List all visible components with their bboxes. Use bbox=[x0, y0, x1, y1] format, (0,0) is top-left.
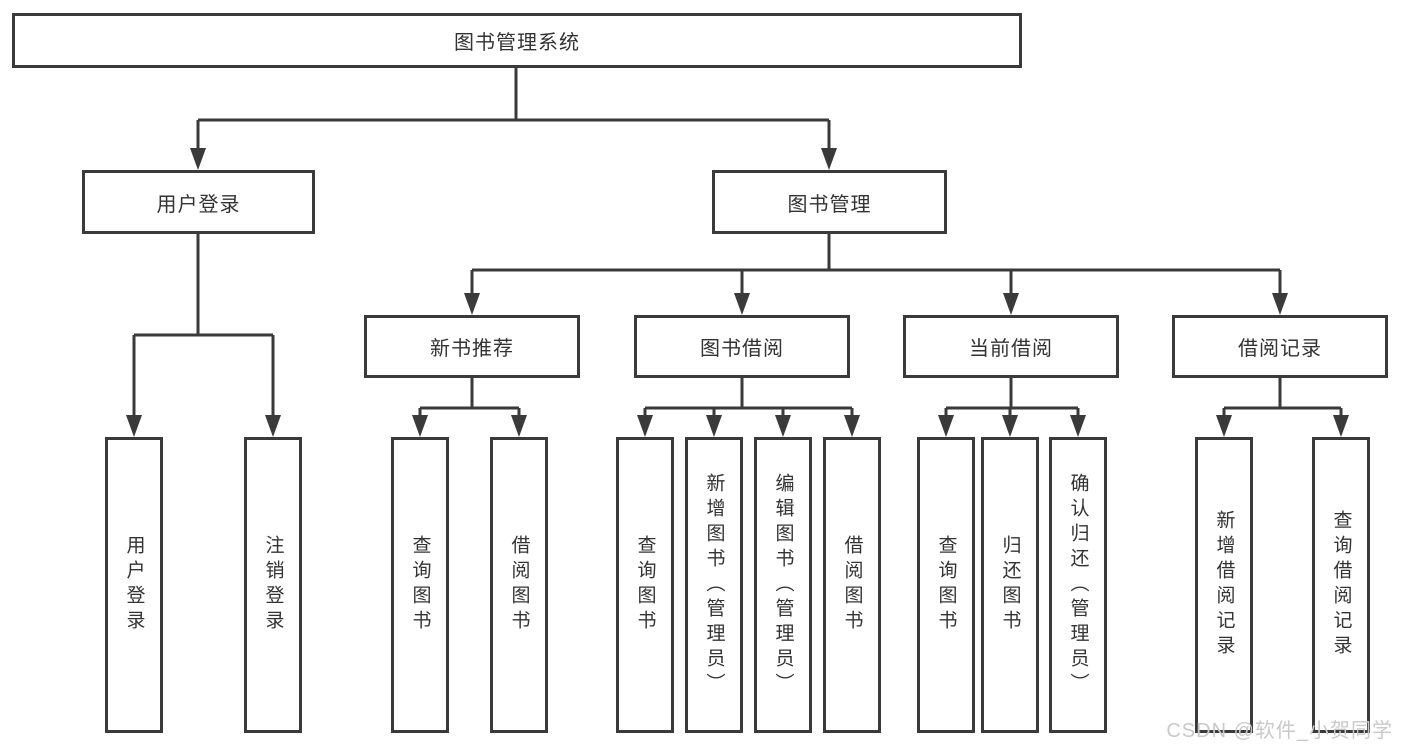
node-label: 查询借阅记录 bbox=[1330, 510, 1352, 660]
node-label: 用户登录 bbox=[123, 535, 145, 635]
leaf-query-books-recommend: 查询图书 bbox=[391, 437, 449, 733]
leaf-query-borrow-record: 查询借阅记录 bbox=[1312, 437, 1370, 733]
node-label: 新书推荐 bbox=[430, 338, 514, 360]
node-label: 用户登录 bbox=[156, 193, 241, 216]
leaf-add-books-admin: 新增图书（管理员） bbox=[685, 437, 743, 733]
node-label: 编辑图书（管理员） bbox=[772, 472, 794, 698]
node-borrowing-records: 借阅记录 bbox=[1172, 315, 1388, 378]
leaf-borrow-books-recommend: 借阅图书 bbox=[490, 437, 548, 733]
leaf-borrow-books-borrowing: 借阅图书 bbox=[823, 437, 881, 733]
node-label: 新增借阅记录 bbox=[1213, 510, 1235, 660]
node-book-borrowing: 图书借阅 bbox=[634, 315, 850, 378]
node-new-book-recommendation: 新书推荐 bbox=[364, 315, 580, 378]
node-label: 新增图书（管理员） bbox=[703, 472, 725, 698]
node-label: 查询图书 bbox=[634, 535, 656, 635]
node-label: 查询图书 bbox=[935, 535, 957, 635]
node-label: 当前借阅 bbox=[969, 338, 1053, 360]
node-label: 借阅图书 bbox=[508, 535, 530, 635]
leaf-user-login: 用户登录 bbox=[105, 437, 163, 733]
leaf-return-books: 归还图书 bbox=[981, 437, 1039, 733]
leaf-logout: 注销登录 bbox=[244, 437, 302, 733]
leaf-confirm-return-admin: 确认归还（管理员） bbox=[1049, 437, 1107, 733]
leaf-edit-books-admin: 编辑图书（管理员） bbox=[754, 437, 812, 733]
node-label: 确认归还（管理员） bbox=[1067, 472, 1089, 698]
leaf-add-borrow-record: 新增借阅记录 bbox=[1195, 437, 1253, 733]
node-user-login: 用户登录 bbox=[82, 170, 315, 234]
leaf-query-books-borrowing: 查询图书 bbox=[616, 437, 674, 733]
node-current-borrowing: 当前借阅 bbox=[903, 315, 1119, 378]
watermark: CSDN @软件_小贺同学 bbox=[1166, 720, 1393, 742]
node-book-management: 图书管理 bbox=[712, 170, 947, 234]
node-label: 借阅图书 bbox=[841, 535, 863, 635]
node-library-management-system: 图书管理系统 bbox=[12, 13, 1022, 68]
node-label: 图书管理系统 bbox=[454, 32, 580, 54]
leaf-query-books-current: 查询图书 bbox=[917, 437, 975, 733]
node-label: 借阅记录 bbox=[1238, 338, 1322, 360]
node-label: 注销登录 bbox=[262, 535, 284, 635]
node-label: 归还图书 bbox=[999, 535, 1021, 635]
node-label: 查询图书 bbox=[409, 535, 431, 635]
node-label: 图书管理 bbox=[787, 193, 872, 216]
node-label: 图书借阅 bbox=[700, 338, 784, 360]
